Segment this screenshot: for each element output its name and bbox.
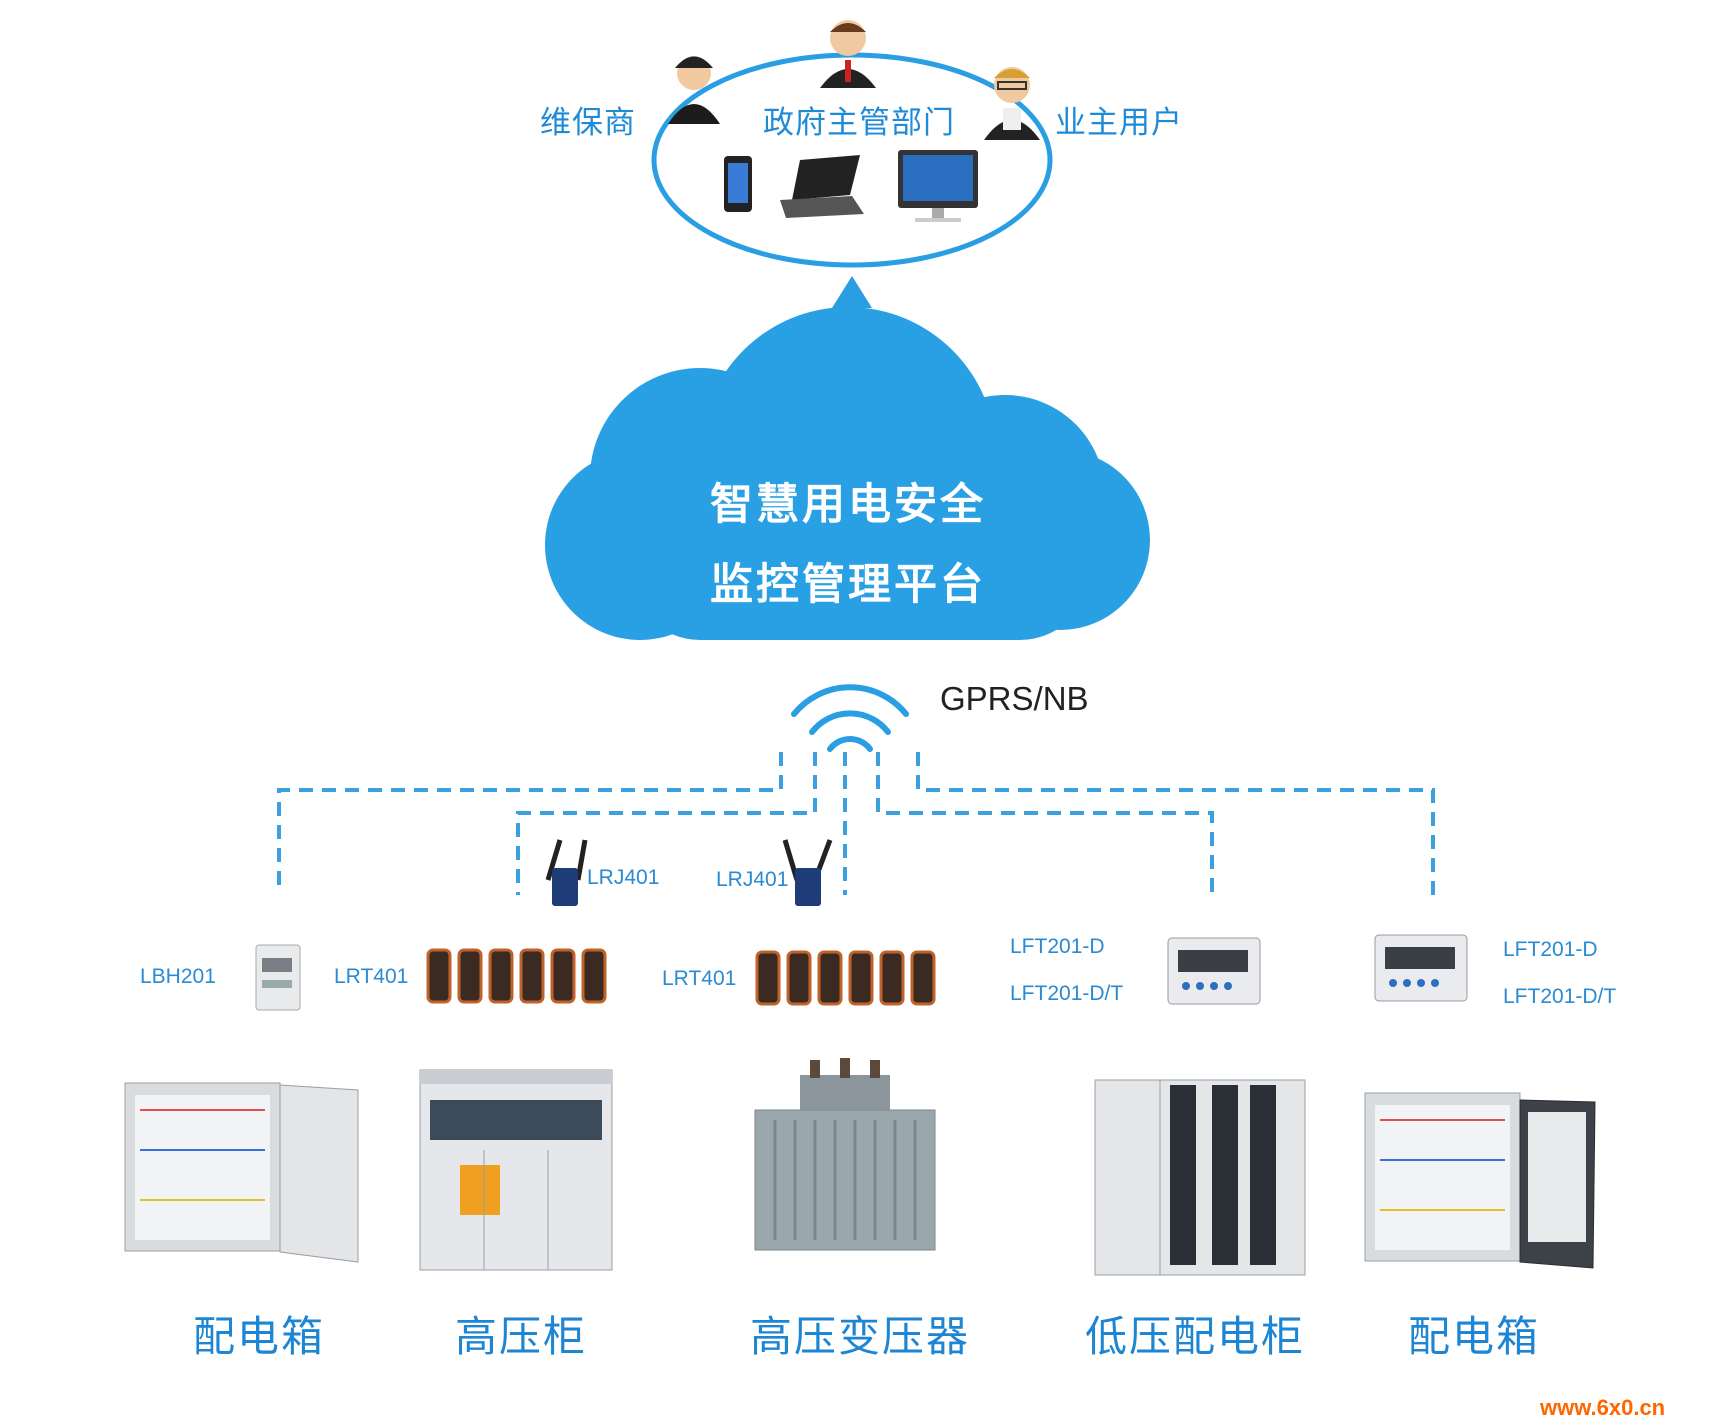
lft201-dt-label: LFT201-D/T	[1010, 982, 1124, 1005]
platform-title-line1: 智慧用电安全	[710, 480, 986, 530]
desktop-monitor-icon	[898, 150, 978, 222]
cloud-shape	[545, 307, 1150, 640]
transformer-image	[754, 1058, 936, 1251]
lrt401-sensor-group-icon	[755, 950, 936, 1006]
equipment-label-distribution-box: 配电箱	[193, 1312, 326, 1361]
lrt401-sensor-group-icon	[426, 948, 607, 1004]
low-voltage-cabinet-image	[1094, 1079, 1306, 1276]
high-voltage-cabinet-image	[419, 1069, 613, 1271]
smartphone-icon	[724, 156, 752, 212]
connection-lines	[277, 752, 1435, 895]
laptop-icon	[780, 155, 864, 218]
lft201-detector-icon	[1167, 937, 1261, 1005]
lbh201-label: LBH201	[140, 965, 216, 988]
maintainer-avatar-icon	[668, 56, 720, 124]
distribution-box-image	[1364, 1092, 1596, 1269]
network-label: GPRS/NB	[940, 680, 1089, 717]
government-avatar-icon	[820, 20, 876, 88]
lbh201-module-icon	[255, 944, 301, 1011]
lrj401-label: LRJ401	[587, 866, 660, 889]
lft201-detector-icon	[1374, 934, 1468, 1002]
lrj401-gateway-icon	[782, 839, 833, 906]
watermark: www.6x0.cn	[1540, 1395, 1666, 1420]
lrt401-label: LRT401	[334, 965, 409, 988]
equipment-label-lv-cabinet: 低压配电柜	[1085, 1312, 1306, 1361]
owner-avatar-icon	[984, 67, 1040, 140]
distribution-box-image	[124, 1082, 359, 1263]
maintainer-label: 维保商	[540, 105, 636, 141]
platform-title-line2: 监控管理平台	[710, 560, 986, 610]
wireless-signal-icon	[791, 684, 909, 752]
lrj401-label: LRJ401	[716, 868, 789, 891]
equipment-label-hv-cabinet: 高压柜	[455, 1312, 588, 1361]
lrj401-gateway-icon	[545, 839, 588, 906]
equipment-label-distribution-box: 配电箱	[1408, 1312, 1541, 1361]
equipment-label-transformer: 高压变压器	[750, 1312, 971, 1361]
owner-label: 业主用户	[1055, 105, 1183, 141]
lft201-d-label: LFT201-D	[1010, 935, 1105, 958]
lft201-d-label: LFT201-D	[1503, 938, 1598, 961]
government-label: 政府主管部门	[763, 105, 955, 141]
lrt401-label: LRT401	[662, 967, 737, 990]
lft201-dt-label: LFT201-D/T	[1503, 985, 1617, 1008]
